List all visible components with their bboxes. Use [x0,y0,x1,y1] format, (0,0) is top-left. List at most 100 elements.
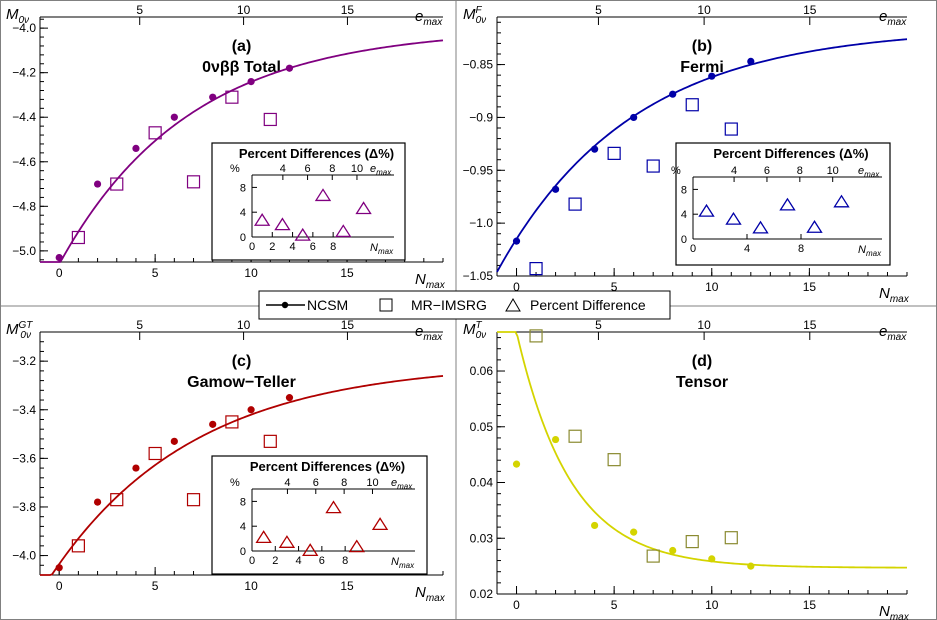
top-tick-label: 5 [595,318,602,332]
inset-y-tick-label: 0 [240,232,246,244]
y-tick-label: −3.2 [12,354,36,368]
x-tick-label: 5 [152,266,159,280]
pct-diff-point [833,194,850,208]
mrimsrg-point [225,415,239,429]
ncsm-point [93,180,102,188]
top-axis-title: emax [415,8,443,28]
ncsm-point [209,93,217,101]
top-tick-label: 15 [341,3,355,17]
top-tick-label: 15 [341,318,355,332]
inset-top-tick-label: 4 [731,165,737,177]
top-tick-label: 15 [803,3,817,17]
pct-diff-point [294,227,311,241]
ncsm-point [591,521,599,530]
inset-top-title: emax [391,477,413,491]
mrimsrg-point [186,175,201,189]
legend-pct-marker [505,298,521,312]
ncsm-point [591,145,599,153]
top-axis-title: emax [879,8,907,28]
inset-y-title: % [230,477,240,489]
inset-y-tick-label: 4 [240,207,246,219]
ncsm-point [247,406,255,414]
inset-box [211,455,428,575]
y-tick-label: 0.02 [470,587,494,601]
x-tick-label: 15 [340,579,354,593]
y-tick-label: −0.9 [469,110,493,124]
pct-diff-point [371,517,389,530]
y-tick-label: −1.0 [469,216,493,230]
inset-x-tick-label: 0 [249,555,255,567]
ncsm-point [669,90,677,98]
x-axis-title: Nmax [415,584,446,604]
pct-diff-point [698,203,715,217]
inset-top-tick-label: 6 [313,477,319,489]
mrimsrg-point [263,112,277,127]
top-tick-label: 10 [697,3,711,17]
y-tick-label: 0.05 [470,420,494,434]
inset-x-tick-label: 6 [310,241,316,253]
ncsm-point [512,460,521,468]
inset-x-tick-label: 8 [330,241,336,253]
mrimsrg-point [568,429,582,443]
top-tick-label: 10 [697,318,711,332]
y-tick-label: 0.04 [470,476,494,490]
y-tick-label: −4.0 [12,21,36,35]
top-tick-label: 5 [136,318,143,332]
pct-diff-point [752,220,769,234]
inset-top-tick-label: 4 [284,477,290,489]
panel-title: Gamow−Teller [187,374,296,391]
inset-x-title: Nmax [858,244,882,258]
top-tick-label: 5 [595,3,602,17]
mrimsrg-point [186,493,201,507]
y-tick-label: −4.0 [12,549,36,563]
inset-top-tick-label: 6 [764,165,770,177]
legend-mrimsrg-marker [379,298,393,312]
mrimsrg-point [607,146,621,160]
pct-diff-point [302,543,319,557]
pct-diff-point [779,197,796,211]
x-tick-label: 10 [244,266,258,280]
ncsm-point [209,420,217,428]
inset-x-tick-label: 0 [690,243,696,255]
top-axis-title: emax [879,323,907,343]
top-tick-label: 10 [237,3,251,17]
pct-diff-point [253,213,271,226]
inset-title: Percent Differences (Δ%) [713,146,868,161]
ncsm-point [247,77,255,86]
fit-curve [40,39,444,263]
mrimsrg-point [529,262,543,276]
x-tick-label: 5 [152,579,159,593]
mrimsrg-point [263,434,277,448]
y-axis-title: M0ν [6,6,29,26]
top-tick-label: 15 [803,318,817,332]
legend-box [258,290,671,320]
ncsm-point [630,113,638,122]
pct-diff-point [348,539,365,553]
mrimsrg-point [685,98,699,112]
ncsm-point [669,546,677,555]
y-tick-label: −3.6 [12,451,36,465]
inset-top-title: emax [370,163,392,177]
inset-y-title: % [671,165,681,177]
inset-top-tick-label: 10 [351,163,363,175]
inset-x-tick-label: 6 [319,555,325,567]
inset-y-tick-label: 4 [240,521,246,533]
mrimsrg-point [724,122,738,136]
x-tick-label: 0 [56,579,63,593]
ncsm-point [132,144,140,153]
x-tick-label: 0 [56,266,63,280]
mrimsrg-point [225,90,239,104]
inset-y-tick-label: 0 [681,234,687,246]
x-tick-label: 10 [705,598,719,612]
x-axis-title: Nmax [879,285,910,305]
pct-diff-point [725,211,742,225]
mrimsrg-point [607,453,621,467]
inset-y-title: % [230,163,240,175]
inset-top-tick-label: 8 [797,165,803,177]
ncsm-point [170,437,178,445]
y-tick-label: −0.85 [463,58,494,72]
